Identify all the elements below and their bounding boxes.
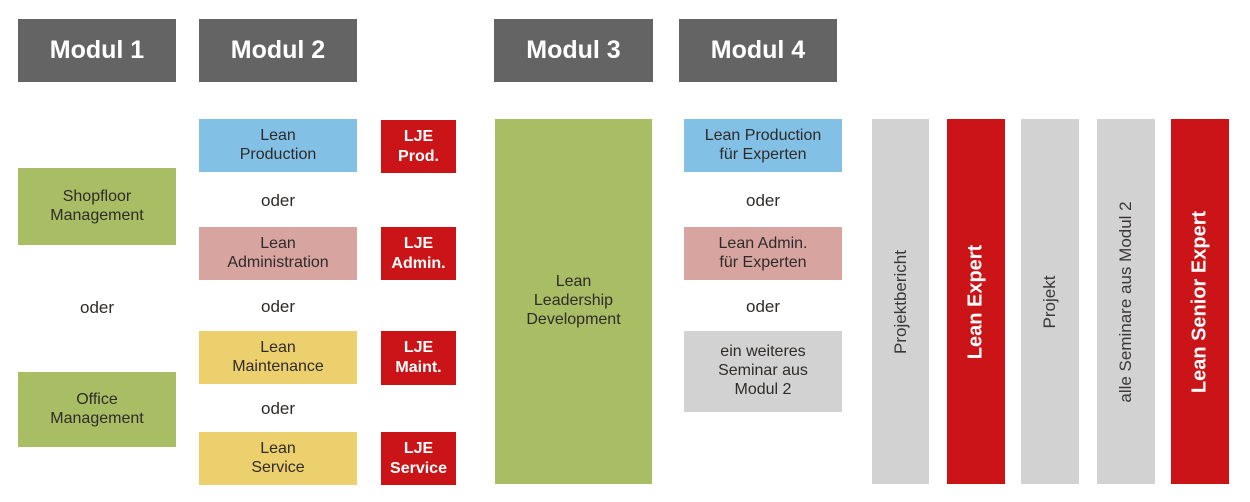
oder-separator: oder [745,297,781,316]
box-lean-admin-fuer-experten: Lean Admin. für Experten [684,227,842,280]
badge-lje-service: LJE Service [381,432,456,485]
oder-separator: oder [745,191,781,210]
bar-lean-senior-expert-label: Lean Senior Expert [1188,210,1211,393]
bar-projektbericht-label: Projektbericht [890,249,910,354]
box-lean-leadership-development: Lean Leadership Development [495,119,652,484]
box-lean-maintenance: Lean Maintenance [199,331,357,384]
box-lean-administration: Lean Administration [199,227,357,280]
badge-lje-maint: LJE Maint. [381,331,456,385]
bar-projektbericht: Projektbericht [872,119,929,484]
box-office-management: Office Management [18,372,176,447]
oder-separator: oder [260,191,296,210]
oder-separator: oder [260,399,296,418]
bar-lean-expert-label: Lean Expert [964,244,987,359]
bar-lean-expert: Lean Expert [947,119,1005,484]
header-modul-2: Modul 2 [199,19,357,82]
box-lean-production-fuer-experten: Lean Production für Experten [684,119,842,172]
bar-projekt-label: Projekt [1040,275,1059,328]
box-shopfloor-management: Shopfloor Management [18,168,176,245]
box-lean-service: Lean Service [199,432,357,485]
oder-separator: oder [79,298,115,317]
bar-alle-seminare-label: alle Seminare aus Modul 2 [1116,200,1135,403]
box-lean-production: Lean Production [199,119,357,172]
oder-separator: oder [260,297,296,316]
header-modul-4: Modul 4 [679,19,837,82]
bar-projekt: Projekt [1021,119,1079,484]
bar-lean-senior-expert: Lean Senior Expert [1171,119,1229,484]
header-modul-1: Modul 1 [18,19,176,82]
bar-alle-seminare-modul-2: alle Seminare aus Modul 2 [1097,119,1155,484]
header-modul-3: Modul 3 [494,19,653,82]
badge-lje-prod: LJE Prod. [381,120,456,173]
box-weiteres-seminar-modul-2: ein weiteres Seminar aus Modul 2 [684,331,842,412]
badge-lje-admin: LJE Admin. [381,227,456,280]
